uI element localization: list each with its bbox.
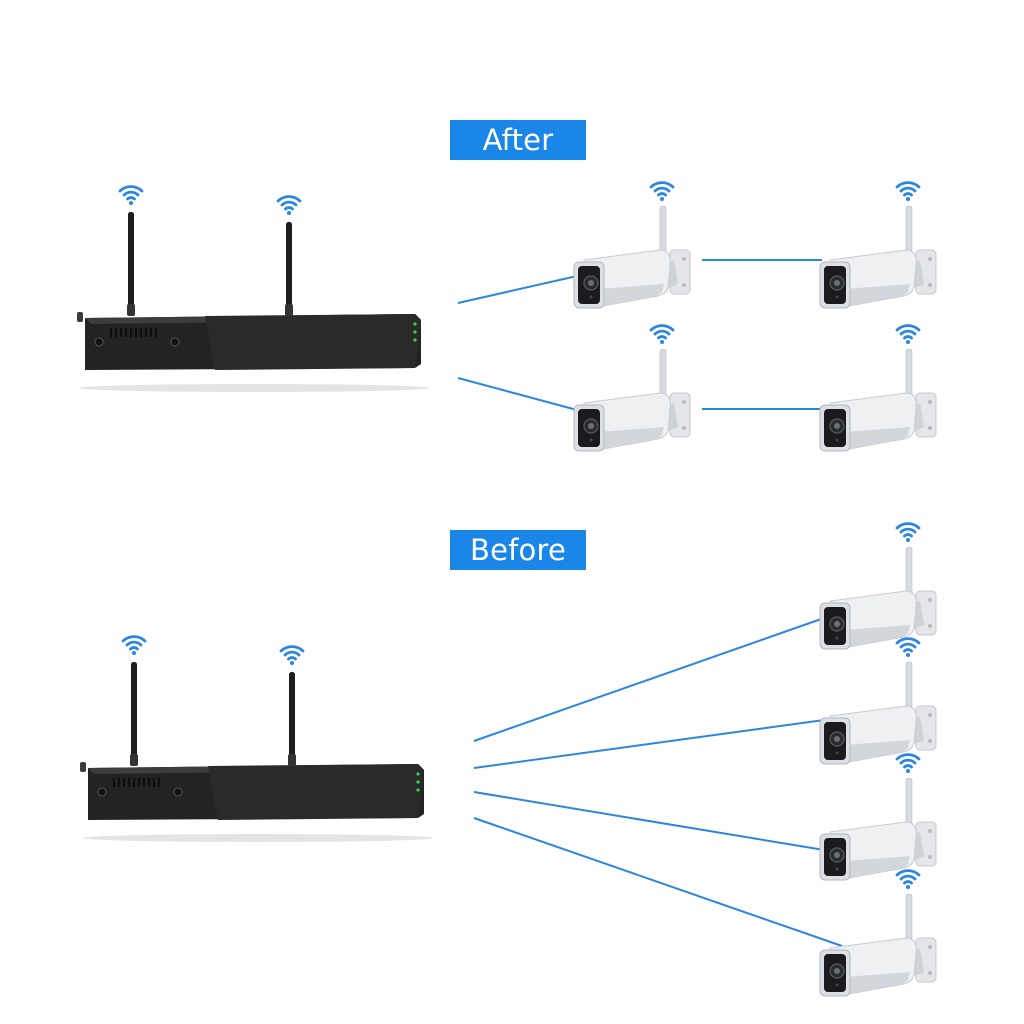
nvr-recorder-icon: [77, 187, 430, 392]
bullet-camera-icon: [574, 183, 690, 308]
before-section: [80, 524, 936, 996]
link-nvr-to-camera: [473, 719, 825, 769]
before-label-badge: Before: [450, 530, 586, 570]
after-section: [77, 183, 936, 451]
link-nvr-to-camera: [473, 791, 825, 851]
bullet-camera-icon: [820, 755, 936, 880]
bullet-camera-icon: [820, 639, 936, 764]
link-nvr-to-camera: [457, 377, 578, 411]
link-nvr-to-camera: [457, 275, 578, 304]
bullet-camera-icon: [574, 326, 690, 451]
after-label-badge: After: [450, 120, 586, 160]
link-nvr-to-camera: [473, 617, 825, 742]
nvr-recorder-icon: [80, 637, 433, 842]
link-nvr-to-camera: [473, 817, 843, 947]
bullet-camera-icon: [820, 183, 936, 308]
bullet-camera-icon: [820, 871, 936, 996]
bullet-camera-icon: [820, 326, 936, 451]
bullet-camera-icon: [820, 524, 936, 649]
